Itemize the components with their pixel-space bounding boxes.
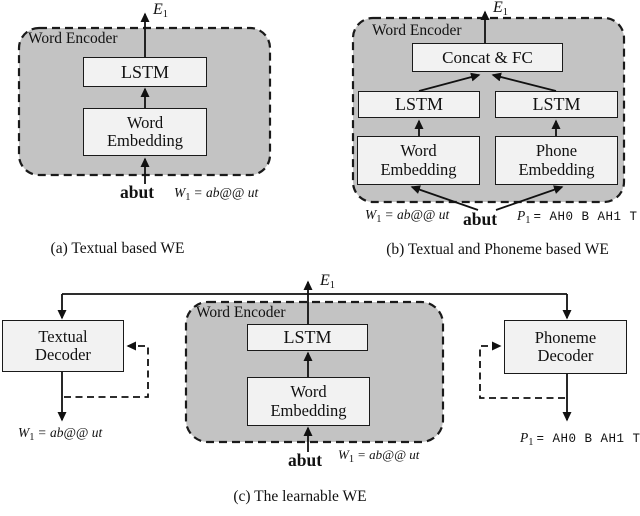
e-sub-a: 1 (162, 9, 169, 20)
p-value-b: = AH0 B AH1 T (533, 210, 638, 224)
w-sub-c: 1 (348, 454, 355, 465)
w-value-a: = ab@@ ut (193, 185, 259, 200)
lstm-right-box-b: LSTM (495, 91, 618, 118)
w1-label-b: W1= ab@@ ut (365, 207, 449, 225)
e-var-b: E (493, 0, 503, 16)
word-encoder-label-b: Word Encoder (372, 22, 462, 39)
textual-decoder-label-c: Textual Decoder (35, 326, 91, 364)
concat-fc-label-b: Concat & FC (442, 47, 533, 67)
w-out-sub-c: 1 (29, 432, 35, 443)
e-sub-b: 1 (502, 7, 509, 18)
caption-c: (c) The learnable WE (233, 488, 367, 505)
word-embedding-box-b: Word Embedding (357, 136, 480, 185)
output-e1-label-c: E1 (320, 272, 335, 291)
word-encoder-label-c: Word Encoder (196, 304, 286, 321)
phone-embedding-box-b: Phone Embedding (495, 136, 618, 185)
input-word-c: abut (288, 450, 323, 470)
p-sub-b: 1 (525, 215, 531, 226)
output-e1-label-b: E1 (493, 0, 508, 18)
lstm-left-label-b: LSTM (394, 94, 443, 115)
e-sub-c: 1 (329, 280, 336, 291)
phone-embedding-label-b: Phone Embedding (518, 141, 595, 179)
lstm-left-box-b: LSTM (358, 91, 480, 118)
w-out-value-c: = ab@@ ut (37, 425, 103, 440)
input-word-b: abut (463, 209, 498, 229)
word-embedding-label-a: Word Embedding (106, 112, 184, 150)
word-embedding-label-b: Word Embedding (380, 141, 457, 179)
p-out-value-c: = AH0 B AH1 T (536, 432, 640, 446)
textual-decoder-box-c: Textual Decoder (2, 320, 124, 372)
w1-label-c: W1= ab@@ ut (338, 447, 419, 465)
phoneme-decoder-box-c: Phoneme Decoder (504, 320, 627, 374)
e-var-c: E (320, 272, 330, 289)
w-var-c: W (338, 447, 349, 462)
p1-output-label-c: P1= AH0 B AH1 T (520, 430, 640, 448)
w-var-a: W (174, 185, 186, 200)
input-word-a: abut (120, 182, 155, 202)
p-out-var-c: P (520, 430, 529, 445)
lstm-right-label-b: LSTM (532, 94, 581, 115)
p-out-sub-c: 1 (528, 437, 534, 448)
word-encoder-label-a: Word Encoder (28, 30, 118, 47)
e-var-a: E (153, 1, 163, 18)
lstm-box-a: LSTM (83, 57, 207, 87)
concat-fc-box-b: Concat & FC (412, 43, 563, 72)
lstm-label-c: LSTM (283, 327, 332, 348)
caption-a: (a) Textual based WE (50, 240, 185, 257)
word-embedding-box-c: Word Embedding (247, 377, 370, 426)
w1-label-a: W1= ab@@ ut (174, 185, 258, 203)
word-embedding-label-c: Word Embedding (270, 382, 347, 420)
lstm-label-a: LSTM (120, 61, 169, 82)
lstm-box-c: LSTM (247, 324, 368, 351)
word-embedding-box-a: Word Embedding (83, 108, 207, 156)
w-value-c: = ab@@ ut (357, 447, 420, 462)
phoneme-decoder-label-c: Phoneme Decoder (534, 327, 597, 365)
w-var-b: W (365, 207, 377, 222)
output-e1-label-a: E1 (153, 1, 168, 20)
caption-b: (b) Textual and Phoneme based WE (386, 241, 609, 258)
p-var-b: P (517, 208, 526, 223)
w-out-var-c: W (18, 425, 30, 440)
p1-label-b: P1= AH0 B AH1 T (517, 208, 638, 226)
w-sub-a: 1 (185, 192, 191, 203)
w1-output-label-c: W1= ab@@ ut (18, 425, 102, 443)
w-value-b: = ab@@ ut (384, 207, 450, 222)
w-sub-b: 1 (376, 214, 382, 225)
